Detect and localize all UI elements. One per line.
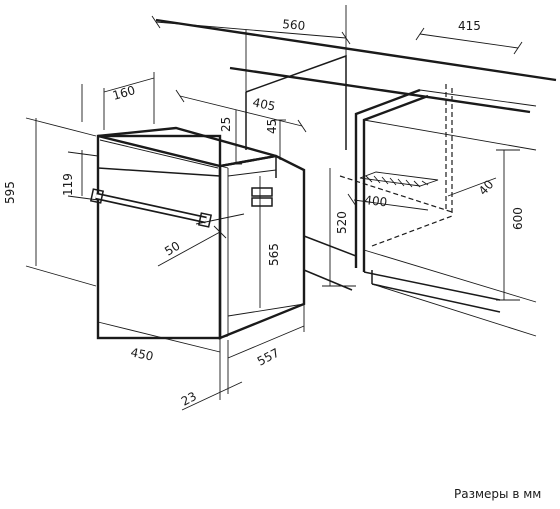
dim-label-400: 400 xyxy=(364,193,388,209)
dim-560: 560 xyxy=(151,15,351,45)
dim-label-450: 450 xyxy=(129,345,154,363)
dim-label-595: 595 xyxy=(3,181,17,204)
countertop-lines xyxy=(155,18,557,114)
dim-595: 595 xyxy=(3,117,97,287)
dim-160: 160 xyxy=(103,72,155,130)
right-cabinet xyxy=(339,84,537,337)
dim-label-565: 565 xyxy=(267,243,281,266)
dim-label-560: 560 xyxy=(282,17,306,33)
vent-grille xyxy=(359,171,439,188)
dim-25: 25 xyxy=(219,110,242,165)
dim-40: 40 xyxy=(447,177,497,198)
dim-label-600: 600 xyxy=(511,207,525,230)
dim-label-23: 23 xyxy=(179,389,199,409)
door-handle xyxy=(89,188,213,228)
units-note: Размеры в мм xyxy=(454,487,541,501)
dim-label-50: 50 xyxy=(162,239,182,259)
dim-600: 600 xyxy=(496,149,525,301)
oven-body xyxy=(96,126,306,340)
dim-label-25: 25 xyxy=(219,117,233,132)
dim-label-405: 405 xyxy=(251,95,276,113)
dim-45: 45 xyxy=(265,119,286,160)
dim-119: 119 xyxy=(61,84,99,201)
dim-23: 23 xyxy=(179,360,243,411)
dim-405: 405 xyxy=(175,89,307,133)
dim-400: 400 xyxy=(347,193,429,211)
dim-415: 415 xyxy=(415,19,523,55)
dim-565: 565 xyxy=(227,169,305,317)
dim-label-160: 160 xyxy=(111,83,137,103)
dim-label-40: 40 xyxy=(476,177,497,198)
dim-520: 520 xyxy=(322,168,356,287)
dim-label-119: 119 xyxy=(61,173,75,196)
dim-450: 450 xyxy=(97,316,221,364)
dim-label-520: 520 xyxy=(335,211,349,234)
dim-label-557: 557 xyxy=(255,346,282,369)
dim-label-45: 45 xyxy=(265,119,279,134)
dim-50: 50 xyxy=(157,213,245,267)
dim-label-415: 415 xyxy=(458,19,481,33)
